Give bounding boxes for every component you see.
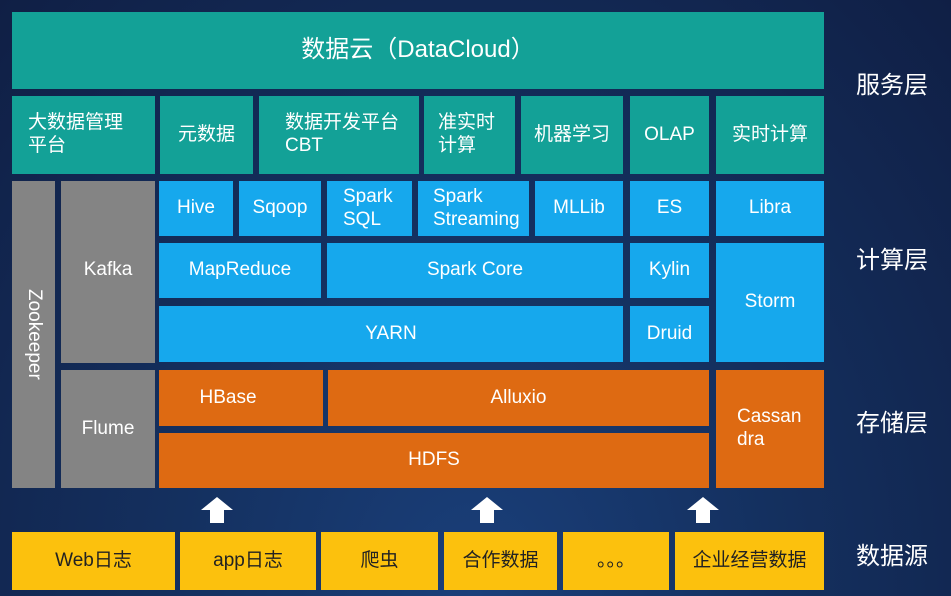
storm-box: Storm: [716, 243, 824, 362]
hdfs-box: HDFS: [159, 433, 709, 488]
spark-core-box: Spark Core: [327, 243, 623, 298]
source-partner-data: 合作数据: [444, 532, 557, 590]
arrow-up-icon: [471, 497, 503, 523]
druid-box: Druid: [630, 306, 709, 362]
yarn-box: YARN: [159, 306, 623, 362]
es-box: ES: [630, 181, 709, 236]
zookeeper-label: Zookeeper: [23, 289, 45, 380]
source-crawler: 爬虫: [321, 532, 438, 590]
service-cbt: 数据开发平台 CBT: [259, 96, 419, 174]
service-ml: 机器学习: [521, 96, 623, 174]
cassandra-box: Cassan dra: [716, 370, 824, 488]
spark-streaming-box: Spark Streaming: [418, 181, 529, 236]
arrow-up-icon: [687, 497, 719, 523]
source-more: 。。。: [563, 532, 669, 590]
service-metadata: 元数据: [160, 96, 253, 174]
spark-sql-box: Spark SQL: [327, 181, 412, 236]
layer-compute: 计算层: [856, 247, 928, 274]
layer-storage: 存储层: [856, 410, 928, 437]
flume-box: Flume: [61, 370, 155, 488]
hive-box: Hive: [159, 181, 233, 236]
service-olap: OLAP: [630, 96, 709, 174]
alluxio-box: Alluxio: [328, 370, 709, 426]
sqoop-box: Sqoop: [239, 181, 321, 236]
mllib-box: MLLib: [535, 181, 623, 236]
service-big-data-mgmt: 大数据管理 平台: [12, 96, 155, 174]
mapreduce-box: MapReduce: [159, 243, 321, 298]
layer-source: 数据源: [856, 543, 928, 570]
kylin-box: Kylin: [630, 243, 709, 298]
datacloud-title: 数据云（DataCloud）: [12, 12, 824, 89]
service-realtime: 实时计算: [716, 96, 824, 174]
hbase-box: HBase: [159, 370, 323, 426]
layer-service: 服务层: [856, 72, 928, 99]
kafka-box: Kafka: [61, 181, 155, 363]
source-business-data: 企业经营数据: [675, 532, 824, 590]
source-web-log: Web日志: [12, 532, 175, 590]
source-app-log: app日志: [180, 532, 316, 590]
service-near-realtime: 准实时 计算: [424, 96, 515, 174]
zookeeper-box: Zookeeper: [12, 181, 55, 488]
libra-box: Libra: [716, 181, 824, 236]
arrow-up-icon: [201, 497, 233, 523]
